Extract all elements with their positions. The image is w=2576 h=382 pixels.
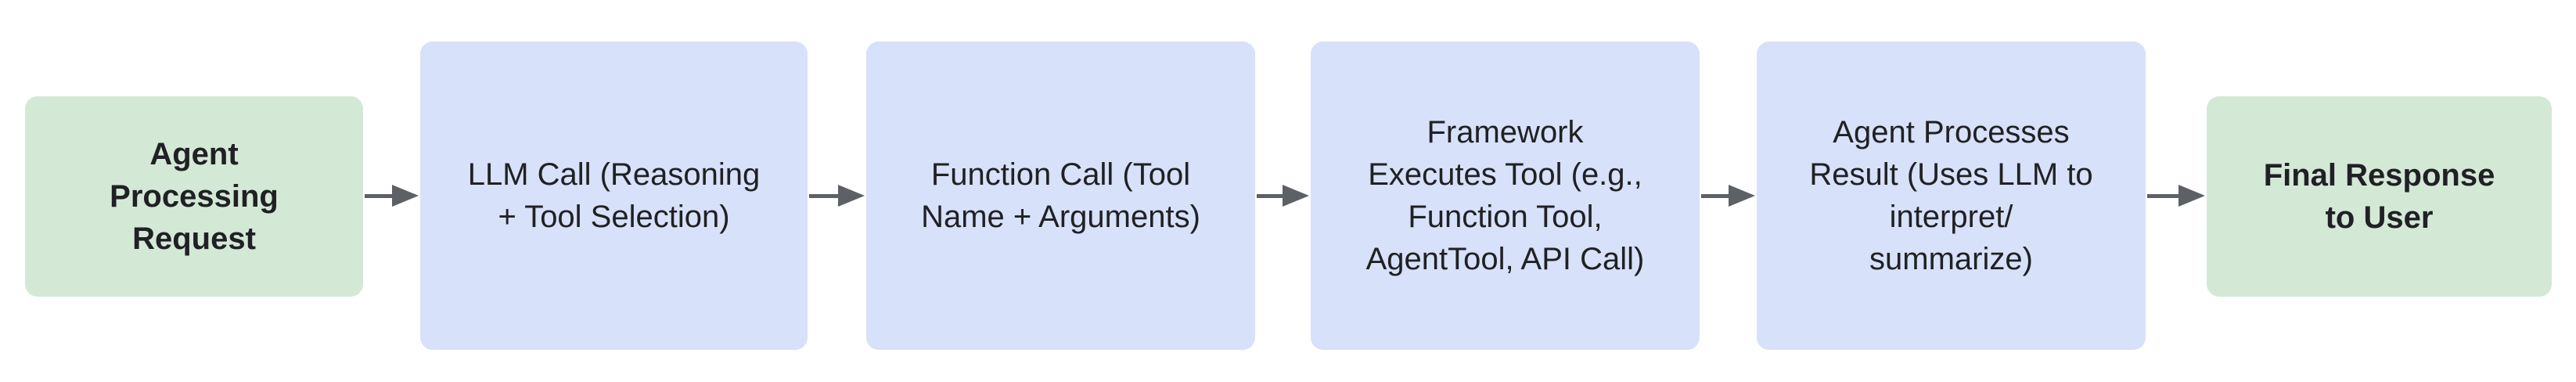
flow-arrow-4 (1701, 185, 1755, 207)
step-label-line: interpret/ (1889, 200, 2013, 234)
flow-arrow-5 (2147, 185, 2205, 207)
step-label-line: Final Response (2263, 158, 2495, 193)
step-label-line: Framework (1427, 115, 1584, 150)
flow-arrow-1 (365, 185, 419, 207)
step-label-line: AgentTool, API Call) (1365, 242, 1645, 276)
step-label-line: Name + Arguments) (921, 200, 1200, 234)
step-label-line: Agent Processes (1833, 115, 2070, 150)
step-label-line: summarize) (1869, 242, 2033, 276)
arrow-head-icon (838, 185, 865, 207)
flow-step-final-response-to-user: Final Response to User (2207, 96, 2552, 297)
arrow-shaft (2147, 193, 2178, 198)
step-label-line: + Tool Selection) (498, 200, 730, 234)
arrow-head-icon (392, 185, 419, 207)
step-label-line: Executes Tool (e.g., (1368, 157, 1642, 192)
step-label-line: LLM Call (Reasoning (467, 157, 761, 192)
arrow-head-icon (1729, 185, 1755, 207)
step-label-line: Processing (110, 179, 279, 214)
arrow-head-icon (1283, 185, 1309, 207)
arrow-shaft (809, 193, 838, 198)
arrow-shaft (1257, 193, 1283, 198)
step-label-line: to User (2325, 200, 2434, 235)
step-label-line: Request (132, 222, 256, 256)
arrow-shaft (365, 193, 392, 198)
flow-arrow-2 (809, 185, 865, 207)
step-label-line: Function Tool, (1408, 200, 1603, 234)
step-label-line: Agent (149, 137, 239, 171)
flow-step-framework-executes-tool: Framework Executes Tool (e.g., Function … (1311, 41, 1700, 350)
arrow-head-icon (2178, 185, 2205, 207)
arrow-shaft (1701, 193, 1729, 198)
step-label-line: Result (Uses LLM to (1809, 157, 2093, 192)
flow-step-function-call: Function Call (Tool Name + Arguments) (866, 41, 1255, 350)
flow-step-llm-call: LLM Call (Reasoning + Tool Selection) (420, 41, 808, 350)
flow-step-agent-processes-result: Agent Processes Result (Uses LLM to inte… (1757, 41, 2146, 350)
step-label-line: Function Call (Tool (930, 157, 1191, 192)
flow-step-agent-processing-request: Agent Processing Request (25, 96, 363, 297)
flow-arrow-3 (1257, 185, 1309, 207)
